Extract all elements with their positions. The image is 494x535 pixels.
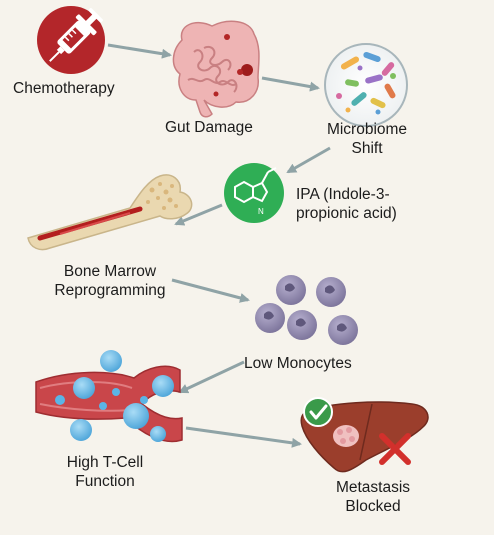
gut-damage-label: Gut Damage: [165, 119, 253, 136]
svg-text:N: N: [258, 207, 264, 216]
low-monocytes-label: Low Monocytes: [244, 355, 352, 372]
metastasis-label-line1: Metastasis: [335, 479, 411, 496]
microbiome-label: Microbiome Shift: [312, 120, 422, 158]
monocyte-cells-icon: [255, 275, 358, 345]
arrow-microbiome-to-ipa: [286, 146, 331, 174]
metastasis-label-line2: Blocked: [345, 498, 401, 515]
arrow-chemo-to-gut: [107, 43, 172, 59]
intestine-icon: [172, 20, 260, 118]
chemotherapy-label: Chemotherapy: [13, 80, 115, 97]
blood-vessel-icon: [35, 350, 183, 443]
bone-marrow-label: Bone Marrow Reprogramming: [40, 262, 180, 300]
ipa-label: IPA (Indole-3- propionic acid): [296, 185, 397, 223]
metastasis-label: Metastasis Blocked: [318, 478, 428, 516]
bone-marrow-label-line2: Reprogramming: [54, 282, 166, 299]
bone-marrow-label-line1: Bone Marrow: [63, 263, 157, 280]
check-icon: [303, 397, 333, 427]
syringe-icon: [37, 6, 105, 74]
arrow-gut-to-microbiome: [261, 76, 320, 92]
flow-arrows: [107, 43, 331, 448]
arrow-bone-to-monocytes: [171, 278, 250, 303]
microbiome-label-line2: Shift: [351, 140, 383, 157]
molecule-icon: N: [224, 163, 284, 223]
arrow-tcell-to-liver: [185, 426, 302, 448]
arrow-ipa-to-bone: [174, 203, 223, 226]
tcell-label: High T-Cell Function: [50, 453, 160, 491]
ipa-label-line2: propionic acid): [296, 205, 397, 222]
tcell-label-line1: High T-Cell: [66, 454, 144, 471]
cross-icon: [379, 433, 411, 465]
bone-icon: [27, 174, 193, 251]
bacteria-dish-icon: [324, 43, 408, 127]
tcell-label-line2: Function: [75, 473, 135, 490]
arrow-monocytes-to-tcell: [178, 360, 245, 394]
ipa-label-line1: IPA (Indole-3-: [296, 186, 390, 203]
liver-icon: [300, 401, 429, 473]
microbiome-label-line1: Microbiome: [326, 121, 408, 138]
